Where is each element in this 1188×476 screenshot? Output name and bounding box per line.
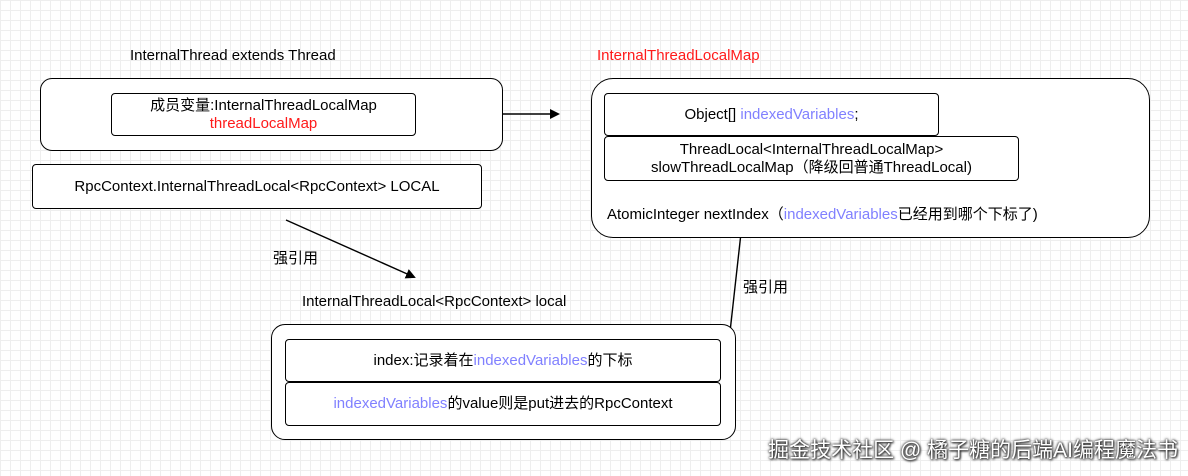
value-text: indexedVariables的value则是put进去的RpcContext — [333, 395, 673, 412]
strong-ref-label-right: 强引用 — [743, 279, 789, 296]
indexed-variables-text: Object[] indexedVariables; — [684, 105, 859, 123]
map-title: InternalThreadLocalMap — [597, 47, 760, 64]
local-title: InternalThreadLocal<RpcContext> local — [302, 293, 567, 310]
slow-threadlocal-box: ThreadLocal<InternalThreadLocalMap> slow… — [604, 136, 1019, 181]
slow-line2: slowThreadLocalMap（降级回普通ThreadLocal) — [651, 158, 972, 176]
index-text: index:记录着在indexedVariables的下标 — [373, 351, 633, 369]
strong-ref-label-left: 强引用 — [273, 250, 319, 267]
arrow-local-to-internal-threadlocal — [285, 219, 416, 279]
value-box: indexedVariables的value则是put进去的RpcContext — [285, 382, 721, 426]
indexed-variables-name: indexedVariables — [740, 105, 855, 123]
local-field-text: RpcContext.InternalThreadLocal<RpcContex… — [74, 177, 440, 195]
member-box: 成员变量:InternalThreadLocalMap threadLocalM… — [111, 93, 416, 136]
member-line2: threadLocalMap — [209, 114, 318, 132]
indexed-variables-box: Object[] indexedVariables; — [604, 93, 939, 136]
slow-line1: ThreadLocal<InternalThreadLocalMap> — [679, 140, 944, 158]
local-field-box: RpcContext.InternalThreadLocal<RpcContex… — [32, 164, 482, 209]
thread-title: InternalThread extends Thread — [130, 47, 336, 64]
member-line1: 成员变量:InternalThreadLocalMap — [150, 96, 377, 114]
watermark: 掘金技术社区 @ 橘子糖的后端AI编程魔法书 — [768, 439, 1178, 462]
next-index-text: AtomicInteger nextIndex（indexedVariables… — [607, 206, 1038, 223]
index-box: index:记录着在indexedVariables的下标 — [285, 339, 721, 382]
